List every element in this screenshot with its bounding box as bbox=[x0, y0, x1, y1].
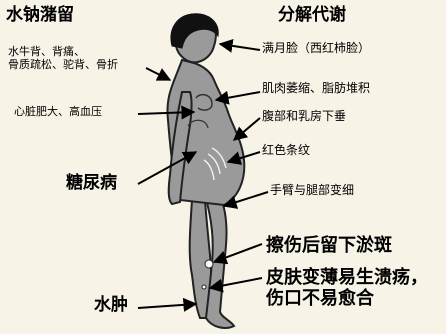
arrow-bruise bbox=[212, 243, 263, 265]
arrow-diabetes bbox=[137, 151, 198, 185]
ulcer-spot bbox=[201, 284, 207, 290]
arrow-spine bbox=[145, 67, 172, 81]
arrows bbox=[137, 38, 269, 312]
label-muscle-fat: 肌肉萎缩、脂肪堆积 bbox=[262, 81, 371, 95]
label-edema: 水肿 bbox=[94, 295, 128, 315]
arrow-muscle-fat bbox=[214, 90, 261, 105]
arrow-striae bbox=[226, 151, 261, 165]
heading-right: 分解代谢 bbox=[278, 5, 346, 25]
label-spine: 水牛背、背痛、 骨质疏松、驼背、骨折 bbox=[8, 45, 118, 71]
label-diabetes: 糖尿病 bbox=[66, 173, 117, 193]
bruise-spot bbox=[204, 259, 214, 269]
breast-detail bbox=[195, 93, 213, 111]
arrow-abdomen bbox=[232, 117, 261, 141]
arrow-edema bbox=[137, 297, 198, 312]
heading-left: 水钠潴留 bbox=[6, 5, 74, 25]
label-skin-line2: 伤口不易愈合 bbox=[266, 287, 374, 309]
label-limbs: 手臂与腿部变细 bbox=[270, 183, 355, 197]
label-heart: 心脏肥大、高血压 bbox=[14, 105, 102, 118]
body-figure bbox=[166, 13, 246, 329]
label-moon-face: 满月脸（西红柿脸） bbox=[262, 41, 371, 55]
label-skin-line1: 皮肤变薄易生溃疡， bbox=[266, 267, 428, 288]
arrow-heart bbox=[137, 105, 196, 120]
chest-detail bbox=[187, 119, 209, 129]
hair-shape bbox=[170, 13, 219, 49]
label-abdomen-breast: 腹部和乳房下垂 bbox=[262, 109, 347, 123]
arrow-skin bbox=[208, 277, 263, 293]
striae-marks bbox=[203, 147, 227, 181]
arrow-moon-face bbox=[218, 38, 261, 53]
label-striae: 红色条纹 bbox=[262, 143, 311, 157]
arrow-limbs bbox=[222, 191, 269, 209]
label-spine-line2: 骨质疏松、驼背、骨折 bbox=[8, 57, 118, 71]
label-bruise: 擦伤后留下淤斑 bbox=[266, 235, 392, 256]
label-spine-line1: 水牛背、背痛、 bbox=[8, 45, 85, 58]
label-skin: 皮肤变薄易生溃疡， 伤口不易愈合 bbox=[266, 267, 428, 309]
